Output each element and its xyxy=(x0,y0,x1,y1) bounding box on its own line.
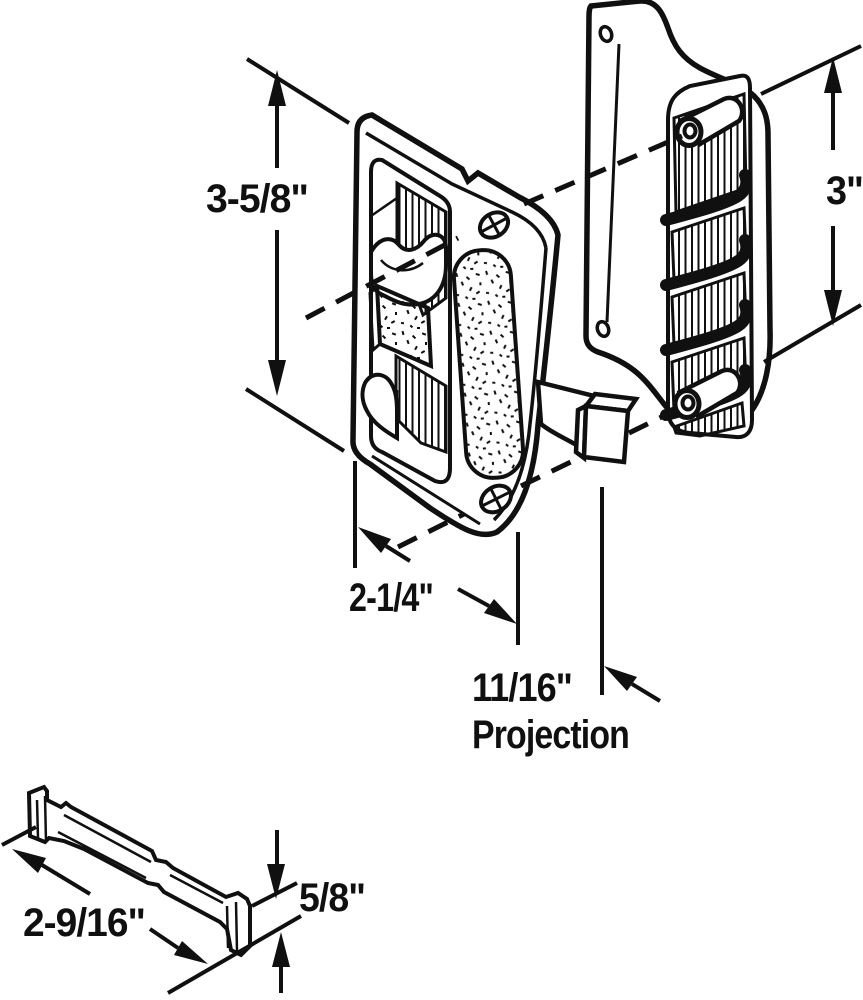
alignment-centerlines xyxy=(304,133,683,550)
lower-centerline xyxy=(396,406,680,550)
grip-panel-5 xyxy=(672,400,746,438)
mounting-clip-outline xyxy=(26,784,252,958)
top-screw xyxy=(477,210,511,240)
bottom-screw xyxy=(479,483,513,515)
dim-main-height: 3-5/8" xyxy=(206,57,351,453)
witness-line xyxy=(1,825,37,847)
latch-projection xyxy=(535,379,640,465)
clip-bar-channel-lines xyxy=(57,813,224,905)
dim-clip-height: 5/8" xyxy=(251,830,366,993)
mounting-clip xyxy=(26,784,252,958)
inside-handle xyxy=(350,112,561,538)
pull-plate-crease-line xyxy=(605,43,621,323)
projection-value-label: 11/16" xyxy=(472,666,572,710)
dim-main-width: 2-1/4" xyxy=(349,461,520,645)
witness-line xyxy=(166,914,303,995)
clip-height-label: 5/8" xyxy=(299,876,365,920)
grip-strip xyxy=(451,248,526,480)
dim-projection: 11/16" Projection xyxy=(472,487,662,757)
finger-groove-2 xyxy=(660,234,753,291)
main-height-label: 3-5/8" xyxy=(206,177,308,221)
clip-end-tab-lines xyxy=(225,901,239,952)
clip-length-label: 2-9/16" xyxy=(23,901,145,945)
projection-word-label: Projection xyxy=(472,713,629,757)
dim-clip-length: 2-9/16" xyxy=(1,825,303,995)
outside-pull xyxy=(583,0,773,440)
main-width-label: 2-1/4" xyxy=(349,576,433,620)
upper-centerline xyxy=(304,133,683,321)
recess-shelf-line xyxy=(370,196,398,218)
witness-line xyxy=(251,881,298,908)
clip-head-notch-lines xyxy=(35,795,48,843)
diamond-grip-insert xyxy=(374,282,434,370)
finger-groove-3 xyxy=(660,299,753,356)
dim-pull-height: 3" xyxy=(760,44,863,364)
top-post xyxy=(674,95,745,148)
witness-line xyxy=(244,387,346,453)
latch-block-front xyxy=(581,403,631,465)
plate-top-band-line xyxy=(365,131,548,249)
pull-bottom-hole xyxy=(595,319,611,339)
witness-line xyxy=(760,44,862,96)
pull-height-label: 3" xyxy=(826,169,863,213)
witness-line xyxy=(245,57,351,125)
bottom-post xyxy=(672,367,743,420)
finger-groove-1 xyxy=(660,169,753,226)
pull-top-hole xyxy=(598,24,614,44)
witness-line xyxy=(762,303,863,364)
diamond-side-face xyxy=(368,285,381,354)
